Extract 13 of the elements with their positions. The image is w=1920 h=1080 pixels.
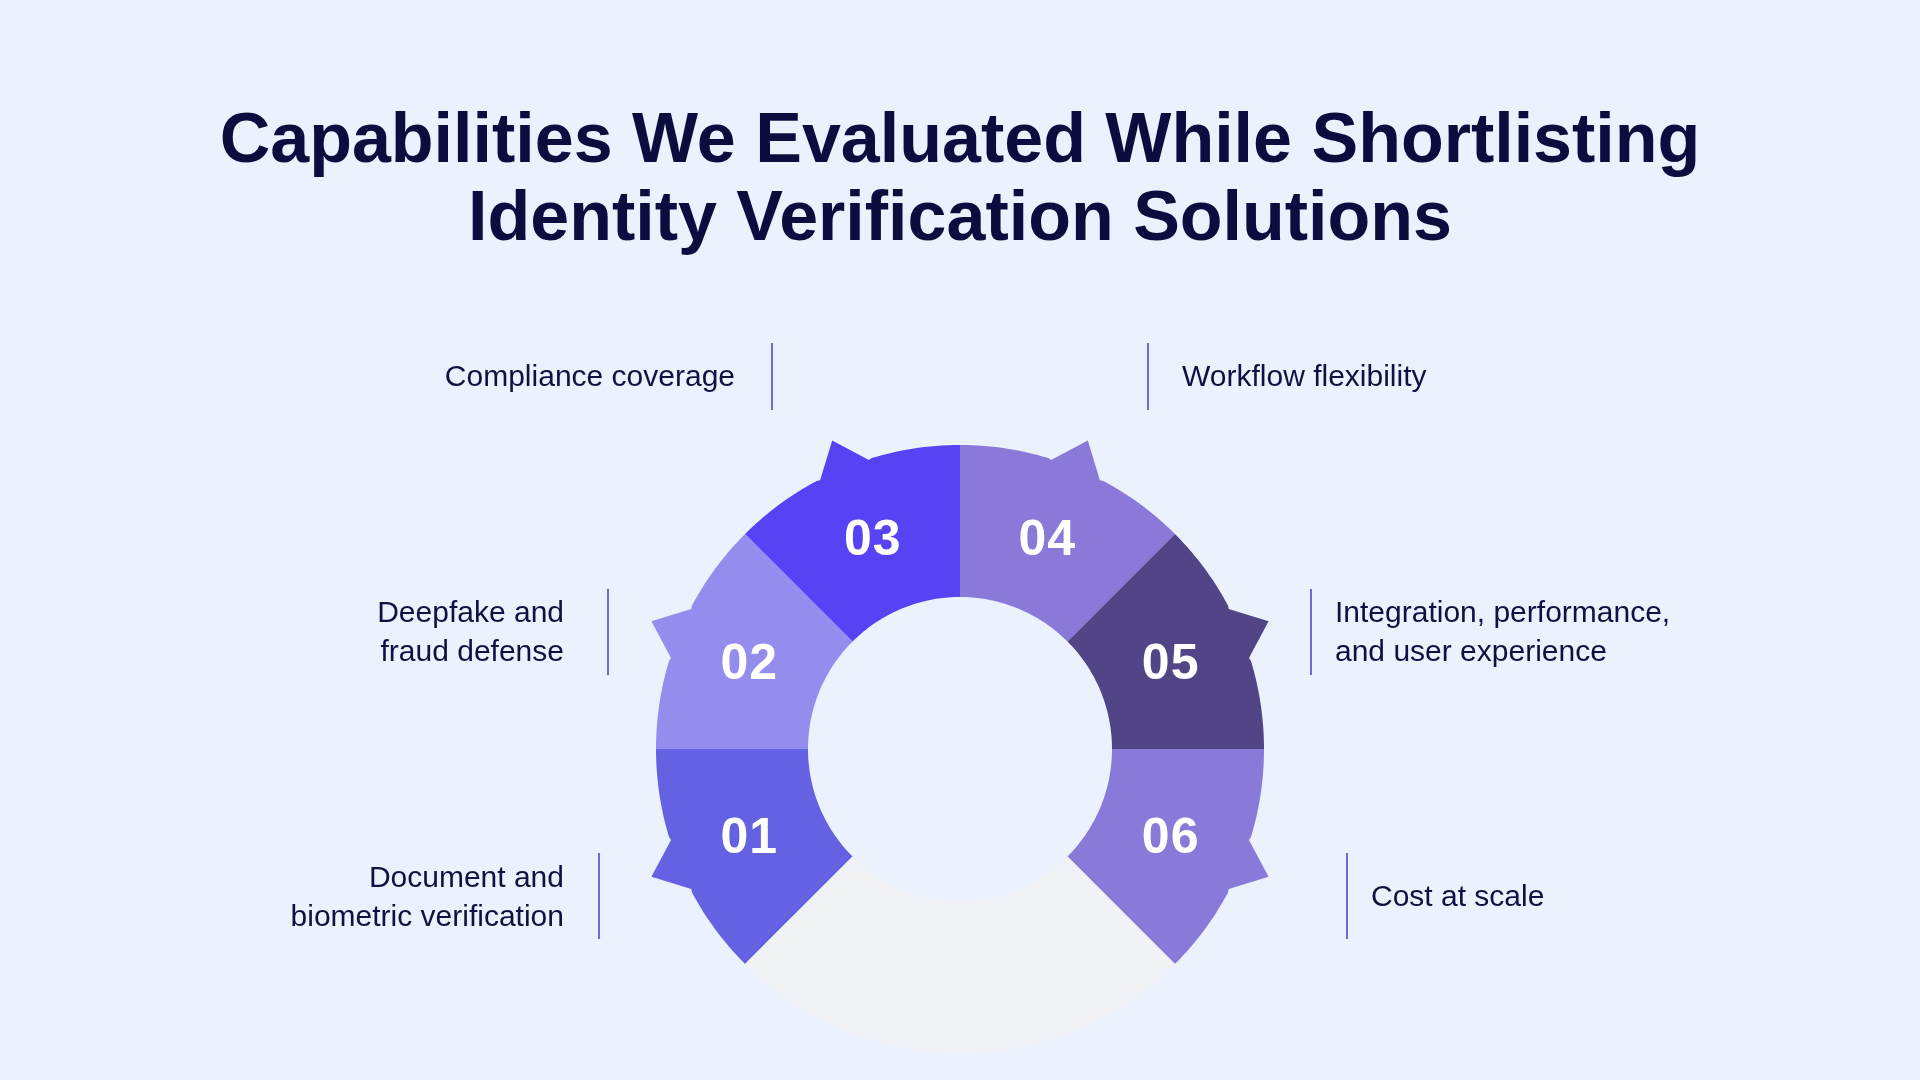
capability-label: Document and biometric verification [289,859,564,934]
capability-label: Workflow flexibility [1182,358,1428,394]
step-number: 04 [1018,510,1077,567]
step-number: 05 [1141,633,1200,690]
step-number: 02 [720,633,779,690]
capability-label: Deepfake and fraud defense [376,594,564,669]
step-number: 01 [720,808,779,865]
step-number: 06 [1141,808,1200,865]
capability-label: Compliance coverage [443,358,735,394]
step-number: 03 [843,510,902,567]
capability-label: Cost at scale [1371,878,1546,914]
title: Capabilities We Evaluated While Shortlisting Identity Verification Solutions [218,99,1702,255]
capability-label: Integration, performance, and user experience [1335,594,1672,669]
